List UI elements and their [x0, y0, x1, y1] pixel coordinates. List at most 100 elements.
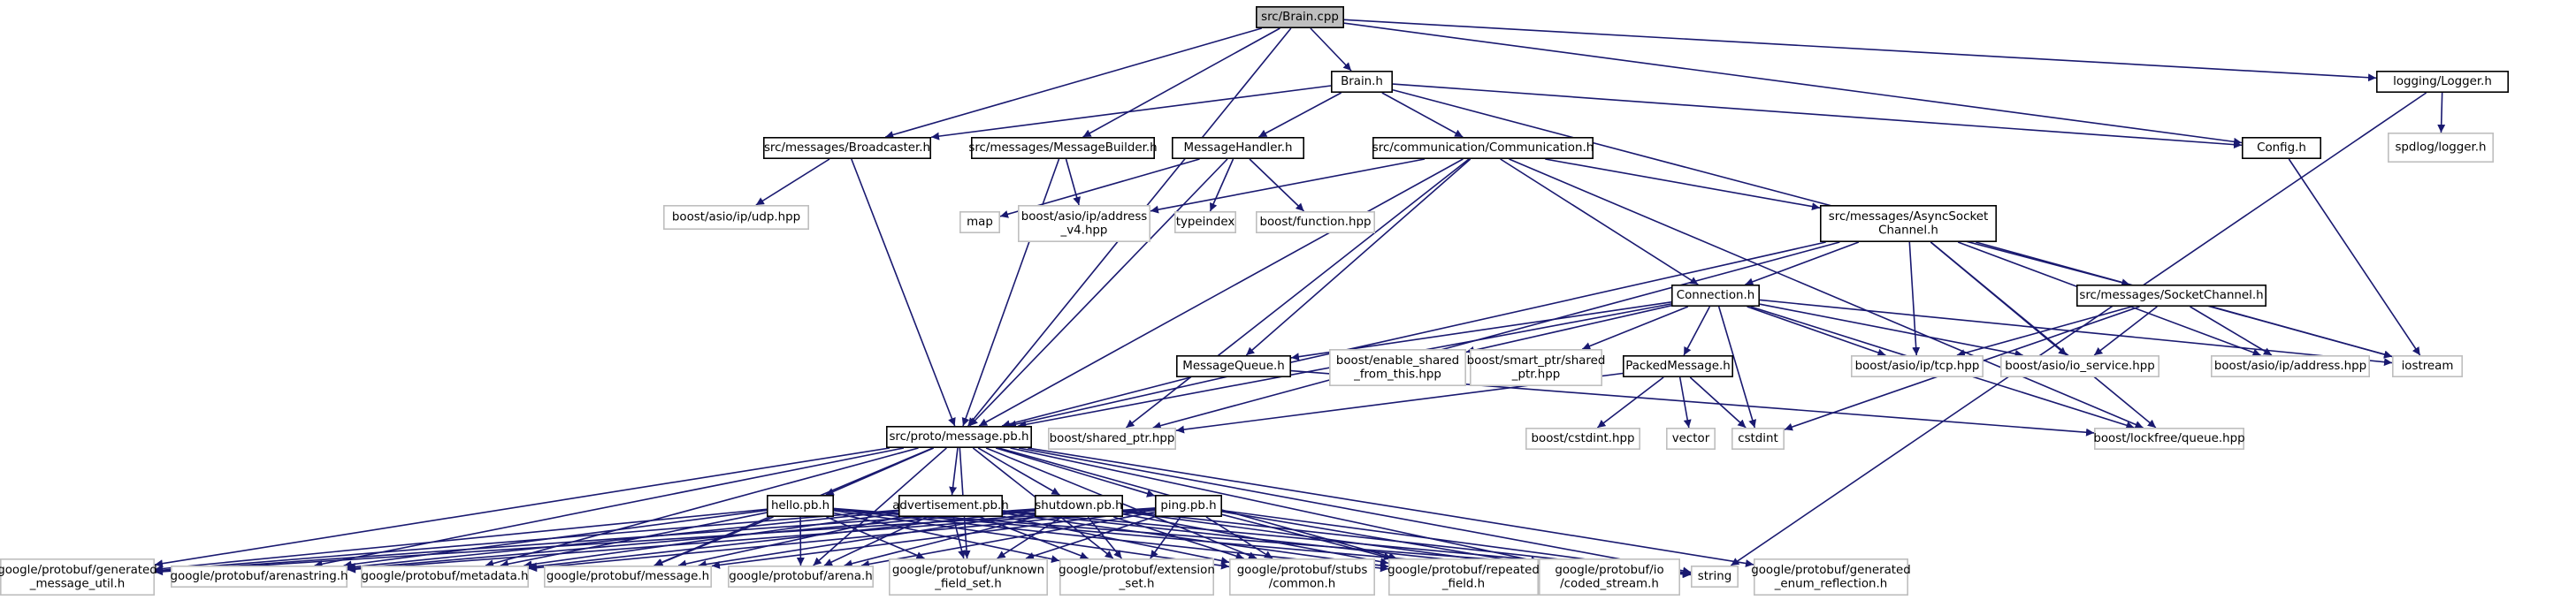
- node-box: [885, 425, 1032, 448]
- node-label: iostream: [2402, 360, 2454, 373]
- node-box: [1820, 205, 1998, 243]
- node-messagebuilder-h[interactable]: src/messages/MessageBuilder.h: [968, 137, 1158, 160]
- node-messagequeue-h[interactable]: MessageQueue.h: [1176, 354, 1292, 377]
- edge-hello_pb_h-to-gp_message: [654, 516, 774, 566]
- edge-packedmessage_h-to-boost_cstdint: [1596, 376, 1664, 429]
- node-label: map: [967, 216, 993, 229]
- node-label: google/protobuf/arenastring.h: [171, 570, 348, 583]
- node-label: _message_util.h: [29, 577, 126, 590]
- edge-broadcaster_h-to-message_pb_h: [851, 158, 956, 427]
- node-label: src/messages/AsyncSocket: [1829, 210, 1988, 224]
- node-boost-address-v4: boost/asio/ip/address_v4.hpp: [1018, 205, 1151, 243]
- node-label: advertisement.pb.h: [892, 499, 1009, 513]
- edge-logger_h-to-string: [1730, 92, 2427, 566]
- node-boost-udp: boost/asio/ip/udp.hpp: [662, 205, 809, 231]
- edge-brain_h-to-communication_h: [1381, 92, 1464, 138]
- node-label: src/proto/message.pb.h: [889, 430, 1028, 444]
- edge-connection_h-to-cstdint: [1717, 306, 1757, 429]
- node-box: [1331, 71, 1394, 94]
- node-messagehandler-h[interactable]: MessageHandler.h: [1172, 137, 1305, 160]
- node-label: Brain.h: [1341, 75, 1383, 88]
- node-label: boost/asio/ip/tcp.hpp: [1855, 360, 1980, 373]
- edge-asyncsocketchannel_h-to-message_pb_h: [1007, 241, 1826, 429]
- edge-shutdown_pb_h-to-gp_arena: [844, 516, 1036, 568]
- edge-connection_h-to-iostream: [1759, 299, 2393, 367]
- node-boost-io-service: boost/asio/io_service.hpp: [2000, 354, 2160, 377]
- node-box: [1731, 427, 1785, 450]
- node-box: [1059, 558, 1215, 596]
- node-box: [2242, 137, 2322, 160]
- node-config-h[interactable]: Config.h: [2242, 137, 2322, 160]
- node-box: [1671, 284, 1761, 307]
- node-label: spdlog/logger.h: [2395, 141, 2486, 155]
- node-box: [1035, 494, 1124, 517]
- edge-brain_h-to-messagehandler_h: [1257, 92, 1342, 138]
- edge-asyncsocketchannel_h-to-boost_lockfree_queue: [1930, 241, 2157, 429]
- edge-asyncsocketchannel_h-to-boost_tcp: [1908, 241, 1921, 356]
- node-box: [1256, 6, 1345, 28]
- node-box: [2392, 354, 2464, 377]
- node-shutdown-pb-h[interactable]: shutdown.pb.h: [1035, 494, 1124, 517]
- node-label: Connection.h: [1677, 289, 1755, 302]
- node-typeindex: typeindex: [1174, 211, 1237, 234]
- node-ping-pb-h[interactable]: ping.pb.h: [1155, 494, 1223, 517]
- node-box: [2076, 284, 2267, 307]
- node-box: [0, 558, 155, 596]
- edge-message_pb_h-to-string: [1018, 447, 1692, 575]
- node-message-pb-h[interactable]: src/proto/message.pb.h: [885, 425, 1032, 448]
- node-gp-extension-set: google/protobuf/extension_set.h: [1059, 558, 1215, 596]
- node-label: src/messages/SocketChannel.h: [2079, 289, 2263, 302]
- node-brain-cpp[interactable]: src/Brain.cpp: [1256, 6, 1345, 28]
- edge-brain_h-to-config_h: [1392, 83, 2243, 149]
- node-label: src/Brain.cpp: [1261, 11, 1339, 24]
- edge-shutdown_pb_h-to-gp_arenastring: [347, 509, 1036, 573]
- node-gp-arenastring: google/protobuf/arenastring.h: [171, 565, 348, 588]
- edge-advertisement_pb_h-to-gp_repeated_field: [1002, 512, 1389, 570]
- node-gp-repeated-field: google/protobuf/repeated_field.h: [1387, 558, 1540, 596]
- node-advertisement-pb-h[interactable]: advertisement.pb.h: [892, 494, 1009, 517]
- node-label: _ptr.hpp: [1511, 368, 1560, 381]
- node-brain-h[interactable]: Brain.h: [1331, 71, 1394, 94]
- edge-ping_pb_h-to-gp_metadata: [528, 508, 1156, 573]
- node-box: [766, 494, 834, 517]
- node-boost-tcp: boost/asio/ip/tcp.hpp: [1851, 354, 1984, 377]
- node-connection-h[interactable]: Connection.h: [1671, 284, 1761, 307]
- edge-socketchannel_h-to-boost_tcp: [1956, 306, 2132, 357]
- node-socketchannel-h[interactable]: src/messages/SocketChannel.h: [2076, 284, 2267, 307]
- node-packedmessage-h[interactable]: PackedMessage.h: [1623, 354, 1734, 377]
- node-communication-h[interactable]: src/communication/Communication.h: [1372, 137, 1594, 160]
- node-box: [1623, 354, 1734, 377]
- node-label: shutdown.pb.h: [1035, 499, 1122, 513]
- edge-brain_cpp-to-broadcaster_h: [885, 27, 1262, 139]
- node-box: [888, 558, 1048, 596]
- edge-messagebuilder_h-to-boost_address_v4: [1065, 158, 1082, 206]
- node-box: [1388, 558, 1540, 596]
- edge-message_pb_h-to-gp_io_coded_stream: [1010, 447, 1540, 565]
- edge-communication_h-to-boost_shared_ptr: [1125, 158, 1470, 429]
- node-box: [2376, 71, 2510, 94]
- edge-socketchannel_h-to-boost_io_service: [2093, 306, 2158, 356]
- node-hello-pb-h[interactable]: hello.pb.h: [766, 494, 834, 517]
- edge-brain_cpp-to-config_h: [1343, 22, 2243, 146]
- node-boost-smart-ptr-shared: boost/smart_ptr/shared_ptr.hpp: [1467, 348, 1605, 386]
- node-boost-cstdint: boost/cstdint.hpp: [1525, 427, 1641, 450]
- node-box: [1176, 354, 1292, 377]
- edge-connection_h-to-messagequeue_h: [1290, 301, 1672, 361]
- node-cstdint: cstdint: [1731, 427, 1785, 450]
- node-box: [1539, 558, 1681, 596]
- edge-messagehandler_h-to-message_pb_h: [968, 158, 1228, 427]
- edge-hello_pb_h-to-gp_stubs_common: [833, 510, 1230, 570]
- edge-advertisement_pb_h-to-gp_metadata: [524, 512, 899, 569]
- node-broadcaster-h[interactable]: src/messages/Broadcaster.h: [762, 137, 931, 160]
- edge-ping_pb_h-to-gp_arenastring: [347, 507, 1156, 573]
- node-label: google/protobuf/metadata.h: [361, 570, 528, 583]
- node-vector: vector: [1666, 427, 1716, 450]
- node-box: [1666, 427, 1716, 450]
- edge-ping_pb_h-to-gp_repeated_field: [1221, 513, 1393, 561]
- node-label: google/protobuf/stubs: [1237, 564, 1368, 577]
- edge-shutdown_pb_h-to-gp_io_coded_stream: [1122, 511, 1540, 571]
- node-logger-h[interactable]: logging/Logger.h: [2376, 71, 2510, 94]
- edge-communication_h-to-messagequeue_h: [1245, 158, 1471, 356]
- node-label: boost/asio/ip/udp.hpp: [672, 211, 800, 224]
